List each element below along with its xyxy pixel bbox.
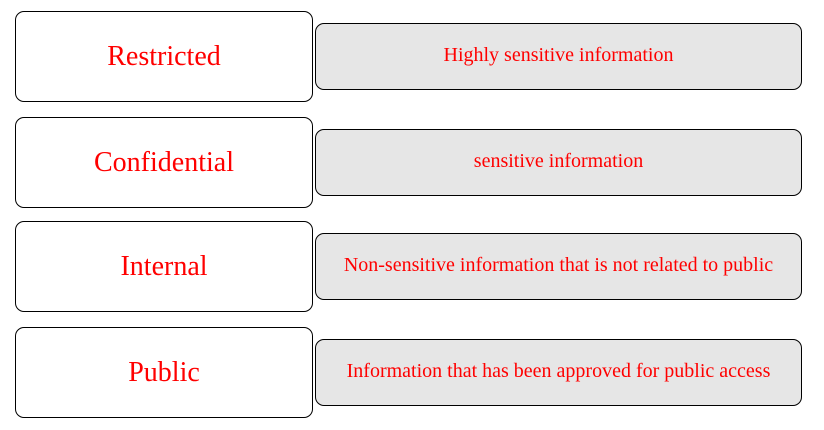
classification-description-box: Highly sensitive information [315, 23, 802, 90]
classification-label-box: Public [15, 327, 313, 418]
classification-row-public: Public Information that has been approve… [0, 327, 824, 421]
classification-label-box: Restricted [15, 11, 313, 102]
classification-description: Non-sensitive information that is not re… [343, 254, 774, 276]
classification-label-box: Confidential [15, 117, 313, 208]
classification-description: Highly sensitive information [443, 44, 674, 66]
classification-label: Confidential [94, 146, 234, 178]
classification-label: Internal [120, 250, 208, 282]
classification-description-box: Information that has been approved for p… [315, 339, 802, 406]
classification-description-box: Non-sensitive information that is not re… [315, 233, 802, 300]
classification-label-box: Internal [15, 221, 313, 312]
classification-row-internal: Internal Non-sensitive information that … [0, 221, 824, 315]
classification-description: Information that has been approved for p… [346, 360, 771, 382]
classification-description: sensitive information [473, 150, 644, 172]
classification-label: Restricted [107, 40, 221, 72]
classification-label: Public [128, 356, 200, 388]
classification-row-restricted: Restricted Highly sensitive information [0, 11, 824, 105]
classification-description-box: sensitive information [315, 129, 802, 196]
classification-row-confidential: Confidential sensitive information [0, 117, 824, 211]
